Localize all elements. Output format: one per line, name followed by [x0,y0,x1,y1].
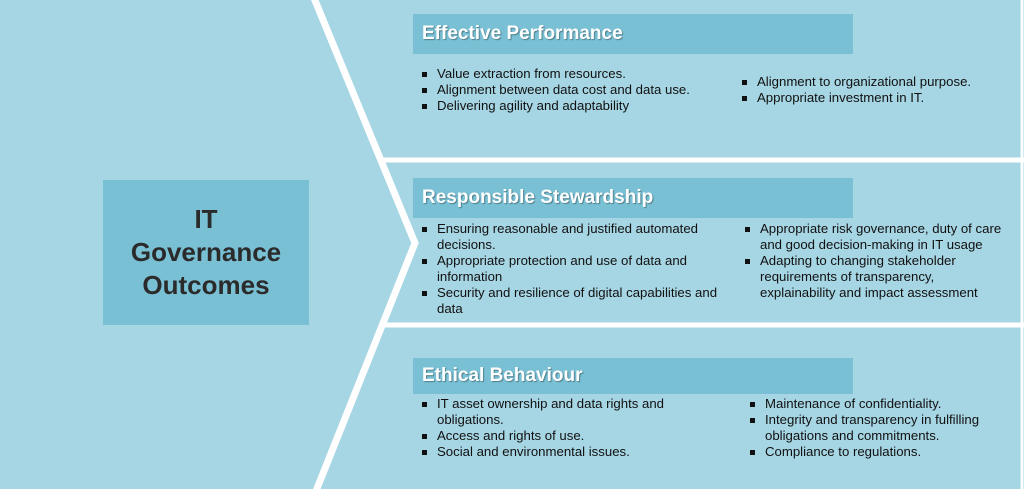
section-1-left-list: Ensuring reasonable and justified automa… [420,221,735,317]
list-item: Integrity and transparency in fulfilling… [748,412,1008,444]
list-item: Delivering agility and adaptability [420,98,730,114]
section-1-right-list: Appropriate risk governance, duty of car… [743,221,1013,301]
list-item: Appropriate protection and use of data a… [420,253,735,285]
list-item: Adapting to changing stakeholder require… [743,253,1013,301]
list-item: Security and resilience of digital capab… [420,285,735,317]
center-title: IT Governance Outcomes [130,204,282,300]
section-header-effective-performance: Effective Performance [413,14,853,54]
section-header-responsible-stewardship: Responsible Stewardship [413,178,853,218]
list-item: Social and environmental issues. [420,444,720,460]
section-0-left-list: Value extraction from resources. Alignme… [420,66,730,114]
list-item: Appropriate investment in IT. [740,90,1010,106]
list-item: Access and rights of use. [420,428,720,444]
list-item: Alignment between data cost and data use… [420,82,730,98]
center-title-box: IT Governance Outcomes [103,180,309,325]
section-0-right-list: Alignment to organizational purpose. App… [740,74,1010,106]
list-item: IT asset ownership and data rights and o… [420,396,720,428]
list-item: Appropriate risk governance, duty of car… [743,221,1013,253]
section-2-left-list: IT asset ownership and data rights and o… [420,396,720,460]
list-item: Value extraction from resources. [420,66,730,82]
list-item: Maintenance of confidentiality. [748,396,1008,412]
section-header-ethical-behaviour: Ethical Behaviour [413,358,853,394]
list-item: Alignment to organizational purpose. [740,74,1010,90]
section-2-right-list: Maintenance of confidentiality. Integrit… [748,396,1008,460]
chevron-line [311,0,419,489]
list-item: Ensuring reasonable and justified automa… [420,221,735,253]
list-item: Compliance to regulations. [748,444,1008,460]
